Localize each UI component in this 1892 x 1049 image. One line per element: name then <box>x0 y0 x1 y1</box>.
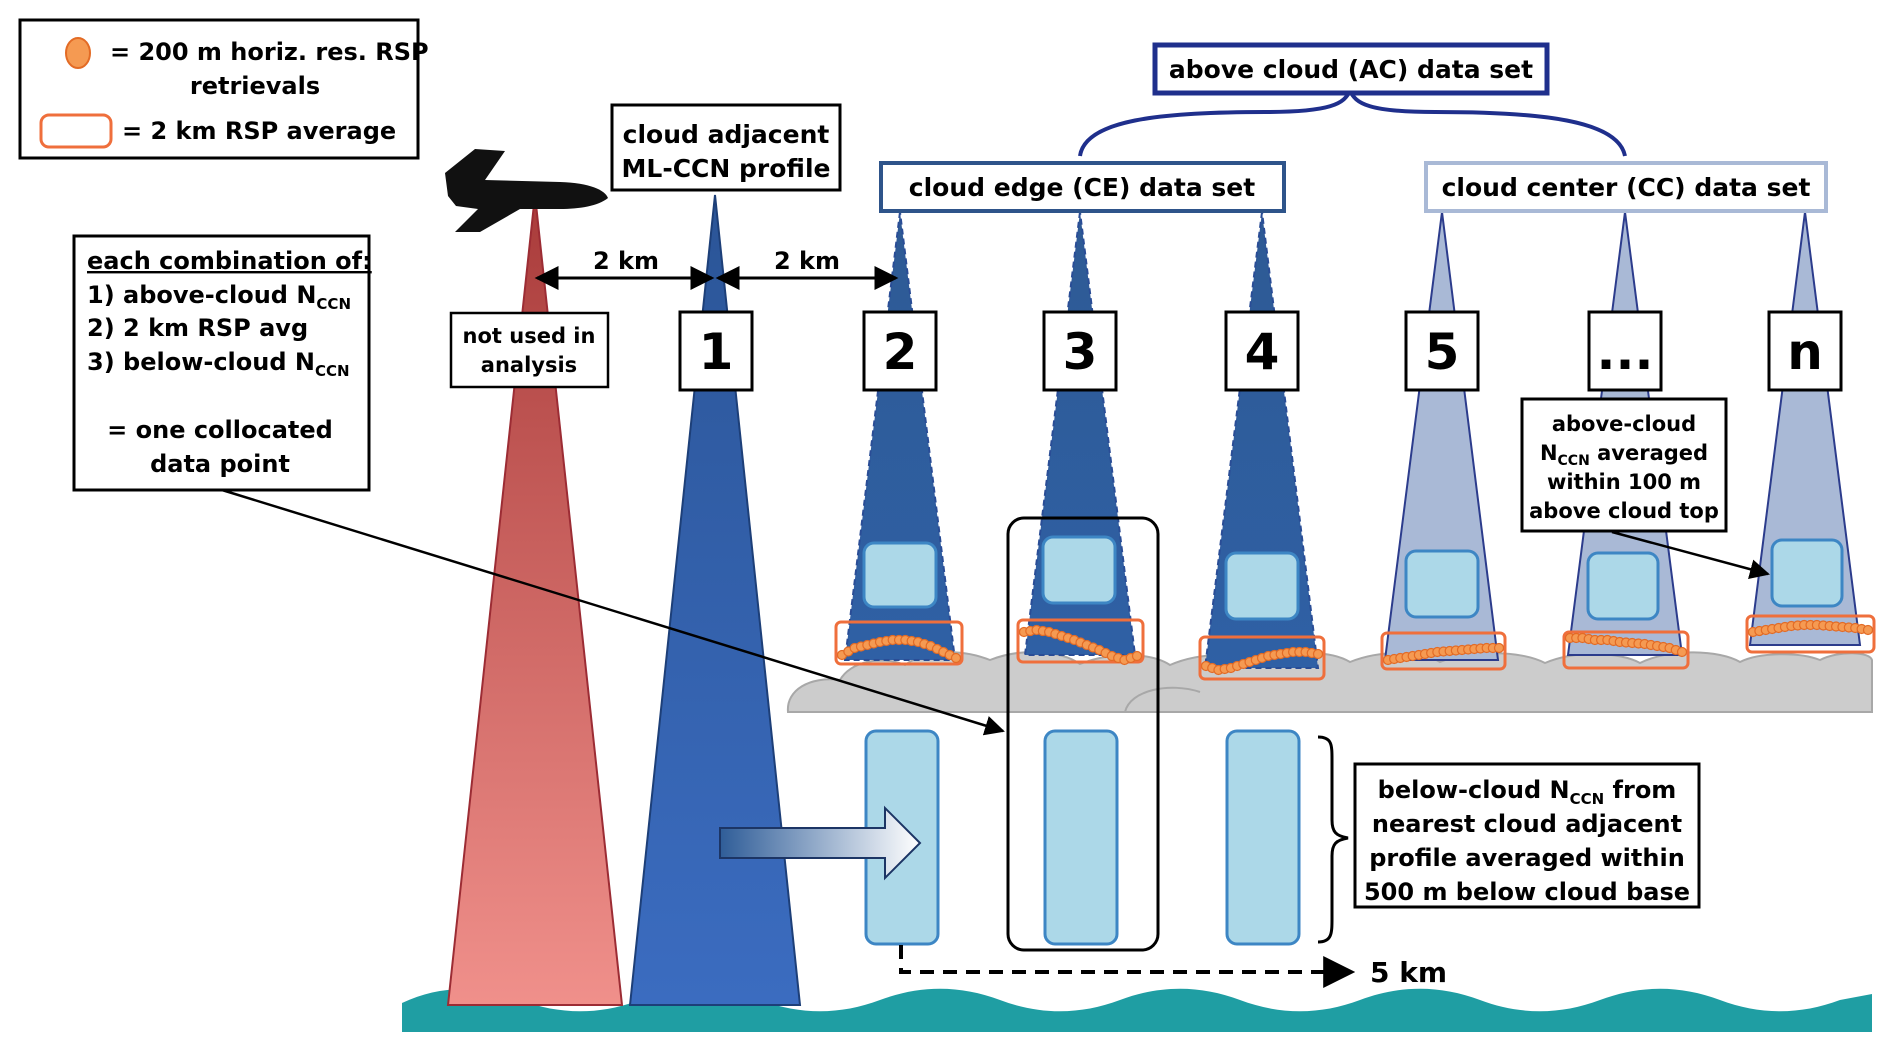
collocated-highlight <box>1006 516 1160 952</box>
ccn-box <box>1224 551 1300 621</box>
rsp-average-box <box>1562 630 1690 670</box>
rsp-average-box <box>1198 635 1326 681</box>
rsp-average-box <box>1016 618 1145 664</box>
ccn-box <box>1586 551 1660 621</box>
below-note-l1: below-cloud NCCN from <box>1378 776 1677 808</box>
ac-bracket <box>1078 84 1627 157</box>
ac-set-label: above cloud (AC) data set <box>1169 55 1533 84</box>
rsp-average-icon <box>39 113 113 149</box>
five-km-label: 5 km <box>1370 956 1447 989</box>
cloud-shape <box>786 651 1873 713</box>
legend-box-text: = 2 km RSP average <box>122 117 396 145</box>
ccn-box <box>862 541 938 609</box>
beam-number-box <box>1404 310 1480 392</box>
above-note-l3: within 100 m <box>1547 470 1701 494</box>
retrieval-dot <box>950 652 962 664</box>
retrieval-dot <box>1676 646 1688 658</box>
beam-number-label: n <box>1787 323 1823 381</box>
center-beam-5 <box>1383 211 1500 661</box>
combination-pointer-arrow <box>221 488 1005 736</box>
ce-set-label: cloud edge (CE) data set <box>909 173 1255 202</box>
above-note-l4: above cloud top <box>1529 499 1719 523</box>
above-note-l2: NCCN averaged <box>1540 441 1708 469</box>
cc-set-box <box>1424 161 1828 213</box>
cc-set-label: cloud center (CC) data set <box>1442 173 1811 202</box>
below-cloud-note-box <box>1353 762 1701 909</box>
above-note-l1: above-cloud <box>1552 412 1696 436</box>
beam-number-label: 2 <box>883 323 918 381</box>
below-cloud-brace <box>1317 735 1349 944</box>
beam-number-boxes: 1 2 3 4 5... n <box>678 310 1843 392</box>
below-note-l2: nearest cloud adjacent <box>1372 810 1682 838</box>
beam-number-box <box>678 310 754 392</box>
rsp-average-box <box>1745 614 1876 654</box>
legend-dot-text: = 200 m horiz. res. RSP <box>110 38 429 66</box>
combination-result-2: data point <box>150 450 290 478</box>
gradient-arrow <box>719 805 922 881</box>
airplane-icon <box>445 149 608 232</box>
below-note-l3: profile averaged within <box>1369 844 1685 872</box>
retrieval-dot <box>1312 648 1324 660</box>
two-km-label-a: 2 km <box>593 247 659 275</box>
below-ccn-box <box>1043 729 1119 946</box>
above-cloud-boxes <box>862 535 1844 621</box>
below-cloud-boxes <box>864 729 1301 946</box>
combination-line2: 2) 2 km RSP avg <box>87 314 308 342</box>
rsp-average-group <box>834 614 1876 681</box>
adjacent-beam <box>628 194 802 1006</box>
adjacent-profile-box <box>610 103 842 192</box>
above-note-arrow <box>1611 530 1770 579</box>
cloud-inner-bump <box>1124 686 1201 713</box>
not-used-line2: analysis <box>481 353 577 377</box>
retrieval-dot <box>1131 650 1143 662</box>
ac-set-box <box>1152 42 1550 96</box>
center-beam-n <box>1748 211 1862 646</box>
ccn-box <box>1770 538 1844 608</box>
combination-result-1: = one collocated <box>107 416 333 444</box>
adjacent-profile-line2: ML-CCN profile <box>622 154 831 183</box>
two-km-label-b: 2 km <box>774 247 840 275</box>
beam-number-box <box>1587 310 1663 392</box>
sea-wave-icon <box>402 988 1872 1032</box>
below-ccn-box <box>1225 729 1301 946</box>
beam-number-label: 5 <box>1425 323 1460 381</box>
rsp-average-box <box>834 620 964 666</box>
above-cloud-note-box <box>1520 397 1728 533</box>
combination-line3: 3) below-cloud NCCN <box>87 348 350 380</box>
beam-number-label: 1 <box>699 323 734 381</box>
beam-number-label: 3 <box>1063 323 1098 381</box>
beam-number-box <box>1767 310 1843 392</box>
not-used-box <box>449 311 610 389</box>
retrieval-dot <box>1493 642 1505 654</box>
ce-set-box <box>879 161 1286 213</box>
beam-number-label: 4 <box>1245 323 1280 381</box>
retrieval-dot-icon <box>65 37 91 69</box>
rsp-average-box <box>1380 631 1507 671</box>
adjacent-profile-line1: cloud adjacent <box>623 120 830 149</box>
beam-number-box <box>1042 310 1118 392</box>
beam-number-label: ... <box>1597 323 1654 381</box>
combination-line1: 1) above-cloud NCCN <box>87 281 351 313</box>
beam-number-box <box>862 310 938 392</box>
below-note-l4: 500 m below cloud base <box>1364 878 1690 906</box>
combination-title: each combination of: <box>87 247 372 275</box>
ccn-box <box>1404 549 1480 619</box>
legend-dot-text-2: retrievals <box>190 72 320 100</box>
beam-number-box <box>1224 310 1300 392</box>
ccn-box <box>1041 535 1117 605</box>
combination-box <box>72 234 371 492</box>
retrieval-dot <box>1862 624 1874 636</box>
not-used-line1: not used in <box>463 324 596 348</box>
five-km-arrow <box>899 945 1356 988</box>
